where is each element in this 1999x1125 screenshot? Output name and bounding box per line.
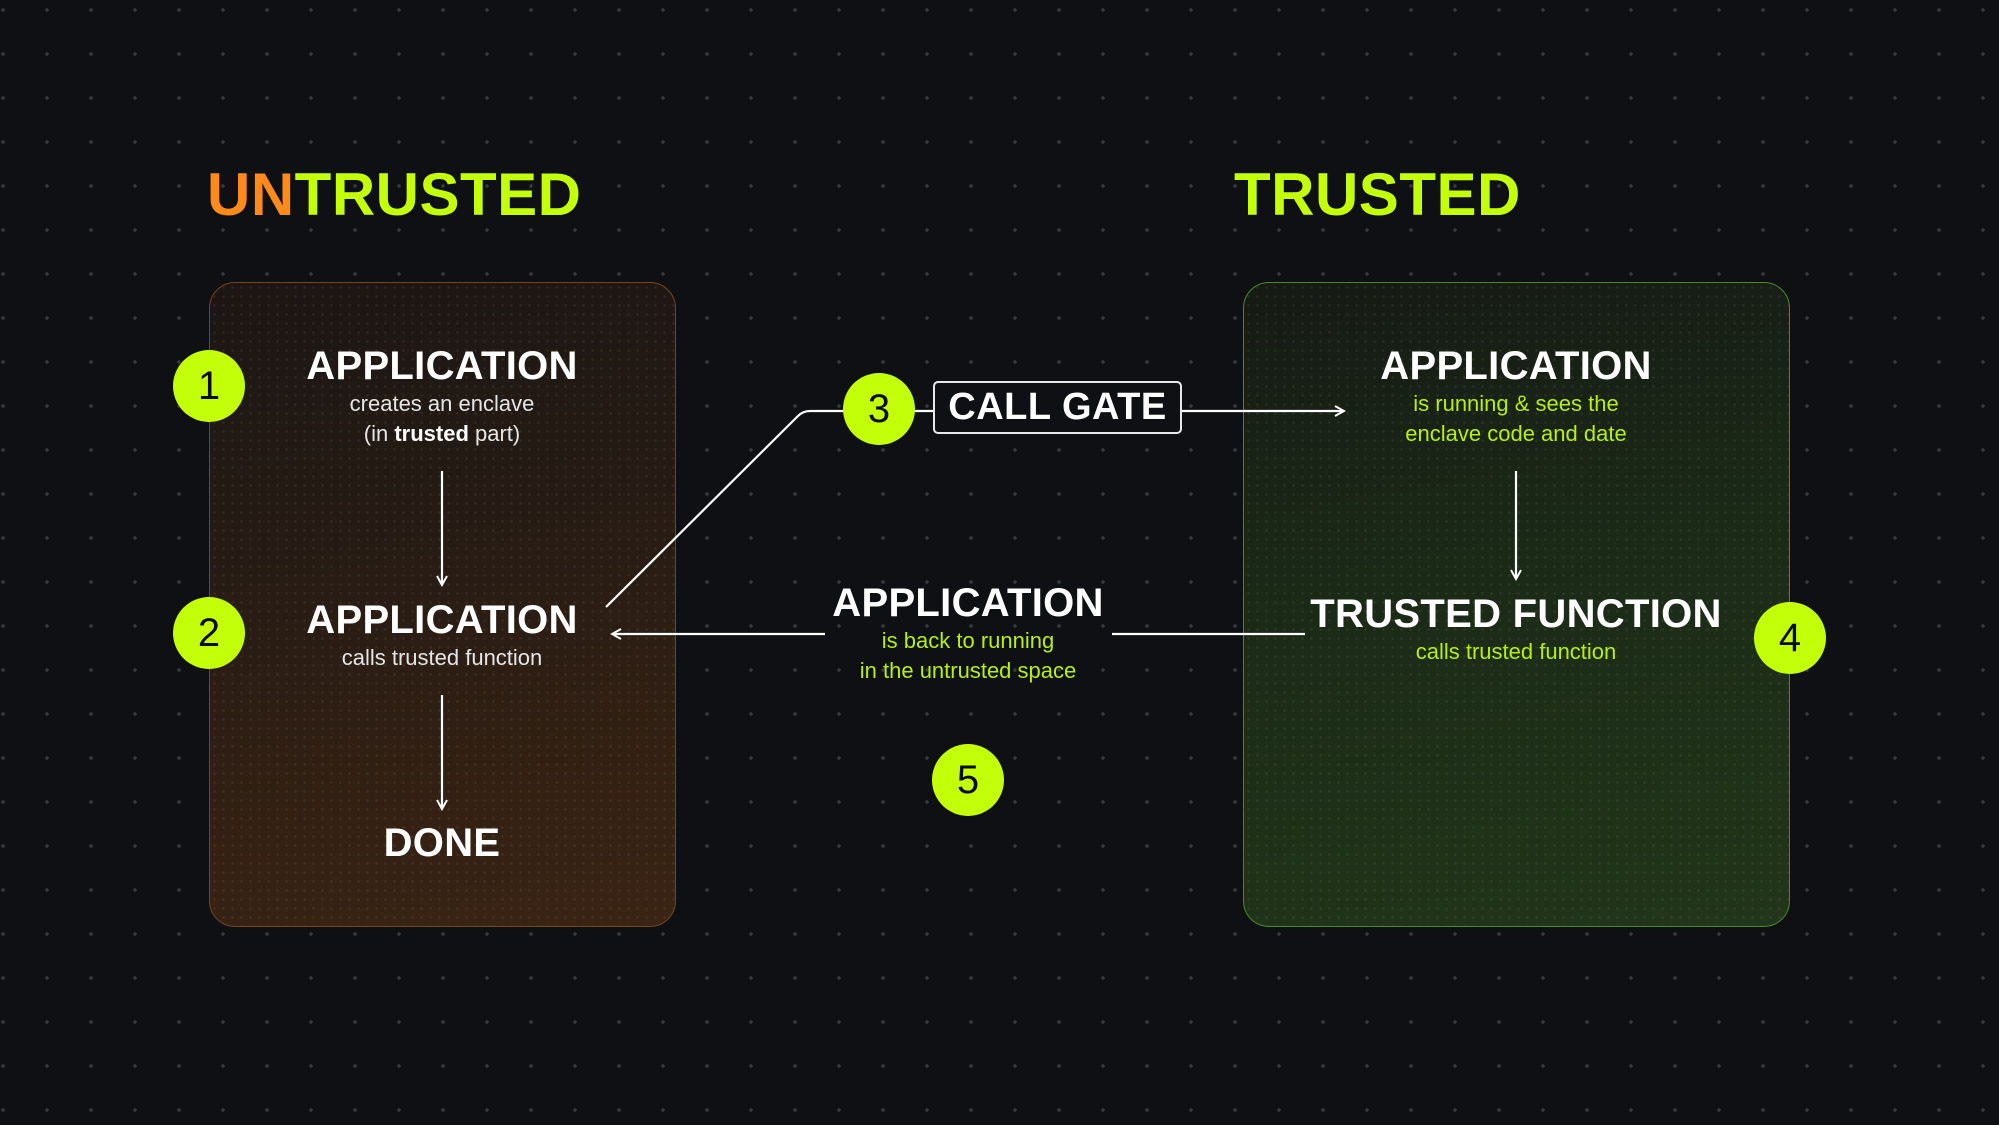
node-title: TRUSTED FUNCTION [1310,592,1722,636]
untrusted-title: UNTRUSTED [207,160,582,230]
node-title: APPLICATION [1380,344,1652,388]
step-badge-1: 1 [173,350,245,422]
trusted-panel [1243,282,1790,927]
subtitle-suffix: part) [468,421,521,446]
done-node: DONE [384,820,501,866]
node-subtitle: is back to running [881,628,1055,653]
subtitle-bold: trusted [394,421,469,446]
node-subtitle-2: (in trusted part) [306,419,577,449]
done-label: DONE [383,821,501,865]
trusted-title: TRUSTED [1234,161,1521,228]
untrusted-app-node-1: APPLICATION creates an enclave (in trust… [306,343,577,449]
node-subtitle: calls trusted function [1415,639,1617,664]
node-subtitle-2: in the untrusted space [859,658,1077,683]
call-gate-label: CALL GATE [933,381,1182,434]
untrusted-title-suffix: TRUSTED [294,161,582,228]
untrusted-panel [209,282,676,927]
subtitle-prefix: (in [363,421,395,446]
return-app-node: APPLICATION is back to running in the un… [832,580,1103,686]
node-subtitle-2: enclave code and date [1405,421,1627,446]
node-title: APPLICATION [306,344,578,388]
step-badge-2: 2 [173,597,245,669]
node-title: APPLICATION [306,598,578,642]
step-badge-5: 5 [932,744,1004,816]
untrusted-title-prefix: UN [207,161,295,228]
node-subtitle: calls trusted function [341,645,543,670]
untrusted-app-node-2: APPLICATION calls trusted function [306,597,577,673]
node-subtitle: creates an enclave [349,391,535,416]
trusted-function-node: TRUSTED FUNCTION calls trusted function [1310,591,1721,667]
step-badge-4: 4 [1754,602,1826,674]
node-subtitle: is running & sees the [1413,391,1619,416]
node-title: APPLICATION [832,581,1104,625]
step-badge-3: 3 [843,373,915,445]
trusted-app-node: APPLICATION is running & sees the enclav… [1380,343,1651,449]
